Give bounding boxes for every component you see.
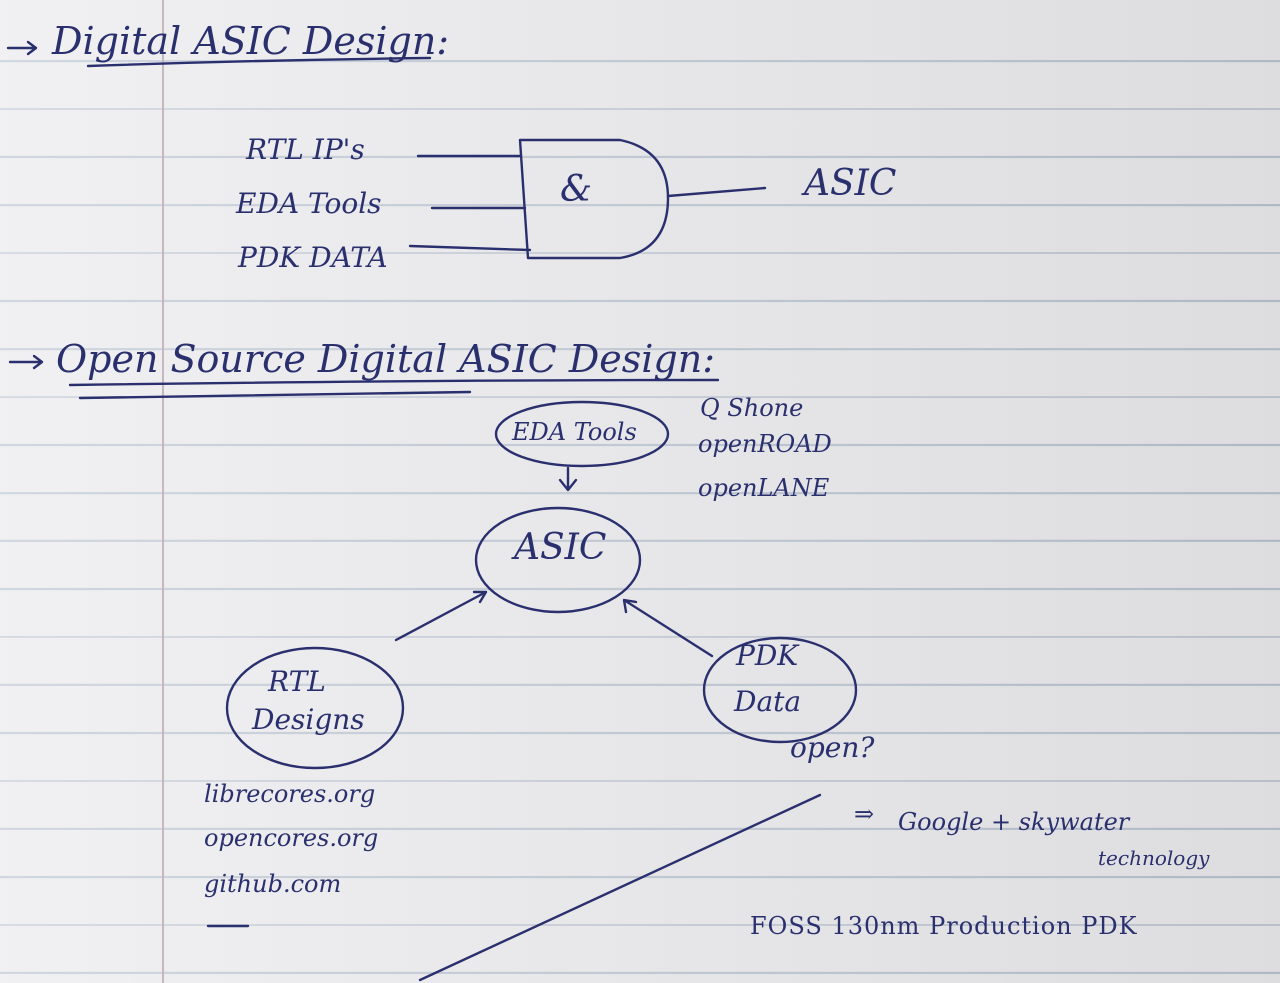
rtl-node (225, 646, 405, 770)
pdk-answer-line2: technology (1098, 846, 1210, 870)
rtl-source-2: opencores.org (204, 824, 379, 852)
heading-underline (86, 56, 432, 68)
input-line-pdk (408, 244, 532, 252)
rtl-source-3: github.com (204, 870, 342, 898)
input-label-rtl-ips: RTL IP's (246, 133, 365, 166)
eda-tools-node (494, 400, 670, 468)
designs-label: Designs (252, 703, 365, 736)
pdk-question: open? (790, 731, 875, 764)
arrow-eda-to-asic (558, 466, 578, 492)
arrow-rtl-to-asic (394, 590, 488, 642)
pdk-answer-line1: Google + skywater (898, 808, 1130, 836)
heading2-underline (68, 378, 720, 387)
eda-example-1: Q Shone (700, 394, 804, 422)
pen-stroke (418, 793, 822, 982)
rtl-label: RTL (268, 665, 326, 698)
heading2-underline-2 (78, 390, 472, 400)
eda-example-2: openROAD (698, 430, 832, 458)
output-line (666, 186, 767, 198)
rtl-source-1: librecores.org (204, 780, 376, 808)
asic-label: ASIC (514, 527, 607, 568)
eda-tools-label: EDA Tools (512, 418, 637, 446)
pdk-label: PDK (736, 639, 799, 672)
margin-line (162, 0, 164, 983)
arrow-pdk-to-asic (622, 598, 714, 658)
foss-note: FOSS 130nm Production PDK (750, 912, 1138, 940)
input-label-pdk-data: PDK DATA (238, 241, 388, 274)
section1-heading: Digital ASIC Design: (52, 19, 450, 63)
heading-arrow-icon (6, 40, 38, 56)
and-gate-shape (518, 138, 670, 260)
implies-arrow-icon: ⇒ (854, 800, 875, 828)
output-label-asic: ASIC (804, 163, 897, 204)
and-gate-symbol: & (560, 169, 593, 210)
asic-node (474, 506, 642, 614)
section2-heading: Open Source Digital ASIC Design: (56, 337, 716, 381)
pdk-node (702, 636, 858, 744)
eda-example-3: openLANE (698, 474, 830, 502)
input-label-eda-tools: EDA Tools (236, 187, 382, 220)
heading2-arrow-icon (8, 354, 44, 370)
data-label: Data (734, 685, 802, 718)
